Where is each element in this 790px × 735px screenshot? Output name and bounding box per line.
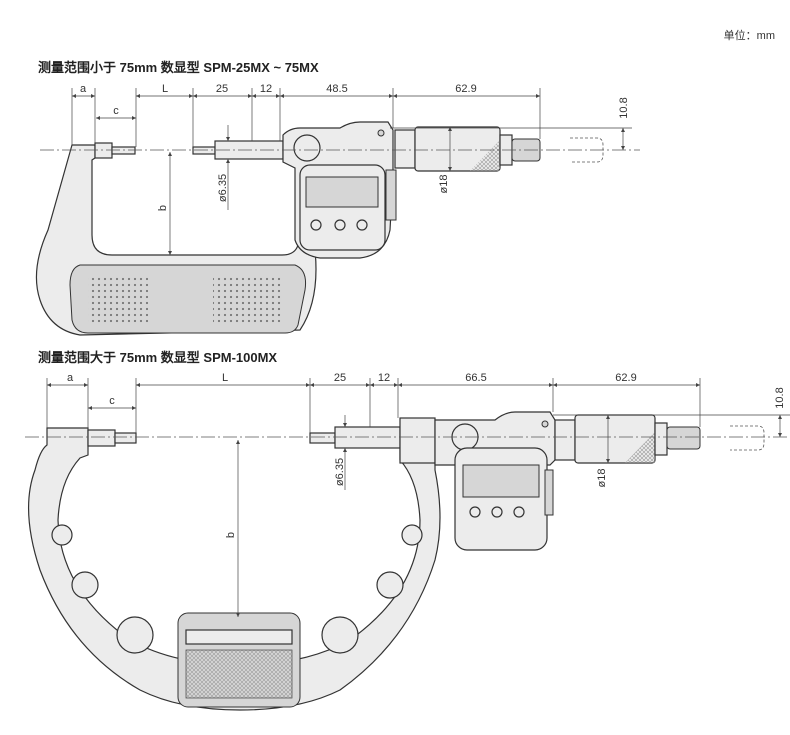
top-micrometer: 测量范围小于 75mm 数显型 SPM-25MX ~ 75MX [35,60,640,336]
top-thimble-knurl [470,140,500,171]
top-dim-phi6-35: ø6.35 [217,174,229,202]
bottom-screw [541,420,549,428]
top-side-port [385,169,397,221]
top-anvil-tip [111,146,136,155]
bottom-anvil-tip [114,432,137,444]
bottom-button-1 [469,506,481,518]
bottom-thimble-knurl [625,432,655,463]
top-title: 测量范围小于 75mm 数显型 SPM-25MX ~ 75MX [38,60,319,75]
top-lcd [305,176,379,208]
bottom-title: 测量范围大于 75mm 数显型 SPM-100MX [38,350,277,365]
unit-label: 单位：mm [724,28,775,42]
bottom-hole-6 [401,524,423,546]
bottom-grip-label [185,629,293,645]
bottom-hole-4 [321,616,359,654]
bottom-grip-mesh [185,649,293,699]
bottom-side-port [544,469,554,516]
top-screw [377,129,385,137]
bottom-dim-L: L [222,372,228,384]
bottom-display-panel [454,447,548,551]
bottom-button-2 [491,506,503,518]
bottom-dim-c: c [109,395,115,407]
top-button-3 [356,219,368,231]
bottom-spindle-tip [309,432,336,444]
top-anvil [94,142,113,159]
bottom-dim-25: 25 [334,372,346,384]
bottom-dim-62-9: 62.9 [615,372,636,384]
bottom-retracted-outline [730,425,765,451]
bottom-dim-a: a [67,372,74,384]
bottom-dimension-lines [47,382,783,617]
top-sleeve [394,129,416,169]
top-dim-L: L [162,83,168,95]
top-spindle-tip [192,146,216,155]
top-dim-c: c [113,105,119,117]
top-dim-48-5: 48.5 [326,83,347,95]
bottom-spindle-block [399,417,436,464]
bottom-hole-3 [116,616,154,654]
top-clamp [293,134,321,162]
top-dim-12: 12 [260,83,272,95]
top-dimension-lines [72,93,626,255]
bottom-dim-b: b [225,532,237,538]
top-dim-62-9: 62.9 [455,83,476,95]
bottom-spindle [334,426,401,449]
bottom-thimble-end [654,422,668,456]
top-dim-b: b [157,205,169,211]
bottom-dim-10-8: 10.8 [774,387,786,408]
bottom-dim-phi6-35: ø6.35 [334,458,346,486]
bottom-dim-phi18: ø18 [596,469,608,488]
top-dim-25: 25 [216,83,228,95]
bottom-ratchet [666,426,701,450]
top-button-2 [334,219,346,231]
bottom-anvil [87,429,116,447]
bottom-hole-5 [376,571,404,599]
top-dim-phi18: ø18 [438,175,450,194]
top-button-1 [310,219,322,231]
bottom-hole-1 [51,524,73,546]
bottom-sleeve [554,419,576,461]
top-grip-dots-right [213,275,283,323]
top-dim-10-8: 10.8 [618,97,630,118]
bottom-micrometer: 测量范围大于 75mm 数显型 SPM-100MX [25,350,790,711]
bottom-hole-2 [71,571,99,599]
bottom-lcd [462,464,540,498]
bottom-dim-12: 12 [378,372,390,384]
bottom-button-3 [513,506,525,518]
top-dim-a: a [80,83,87,95]
bottom-dim-66-5: 66.5 [465,372,486,384]
top-grip-dots-left [88,275,148,323]
